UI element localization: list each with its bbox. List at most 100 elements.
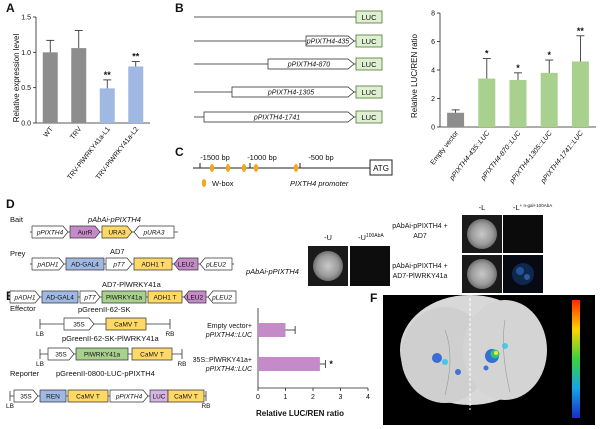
luc-box [355,34,383,48]
panel-label-d: D [6,197,15,211]
construct-part-label: 35S [20,394,32,401]
yeast-spot [313,251,343,281]
d-bait-name: pAbAi-pPIXTH4 [87,215,141,224]
rb-label: RB [177,361,186,368]
construct-part-label: pLEU2 [205,262,226,269]
construct-part-label: PlWRKY41a [106,295,143,302]
y-tick-label: 2 [431,96,435,103]
construct-part [167,389,205,403]
construct-part-label: URA3 [108,230,126,237]
rb-label: RB [201,403,210,410]
bar [42,52,58,124]
construct-part-label: LUC [152,394,165,401]
significance-mark: * [516,63,520,73]
significance-mark: * [547,50,551,60]
construct-part [63,317,95,331]
construct-part-label: pPIXTH4 [115,394,143,401]
luc-box [355,10,383,24]
bar [258,357,320,371]
construct-part [105,257,133,271]
construct-part [39,389,67,403]
construct-part-label: CaMV T [114,322,138,329]
spot-plate-u-aba [350,246,390,286]
chart-b-ylabel: Relative LUC/REN ratio [410,33,419,118]
construct-part [133,257,173,271]
bar [571,61,589,128]
promoter-label: pPIXTH4-870 [287,62,331,69]
wbox-marker [225,164,231,172]
chart-a: Relative expression level 0.00.51.01.5WT… [12,15,150,181]
signal-spot [432,353,442,363]
y-tick-label: 8 [431,11,435,18]
y-tick-label: 4 [431,68,435,75]
d-bait-title: Bait [10,215,24,224]
x-tick-label: Empty vector [430,129,461,166]
y-tick-label: 1.0 [21,50,31,57]
c-atg: ATG [373,164,389,173]
luc-box [355,110,383,124]
promoter-label: pPIXTH4-435 [306,39,350,46]
construct-part-label: LEU2 [178,262,195,269]
d-prey-name: AD7 [110,247,125,256]
bar [71,48,87,123]
x-tick-label: 3 [339,394,343,401]
c-wbox-label: W-box [212,179,234,188]
significance-mark: * [329,359,333,369]
significance-mark: ** [577,26,585,36]
construct-part [67,389,109,403]
construct-part [109,389,149,403]
construct-part-label: ADH1 T [142,262,165,269]
construct-part [173,257,199,271]
construct-part [69,225,101,239]
lb-label: LB [36,331,44,338]
d-row2-label-a: pAbAi-pPIXTH4 + [392,263,447,270]
construct-part [105,317,147,331]
e-rep-name: pGreenII-0800-LUC-pPIXTH4 [56,369,155,378]
leaf-right [463,300,547,400]
panel-c-promoter: -1500 bp -1000 bp -500 bp ATG W-box PIXT… [193,153,393,188]
y-tick-label: 0.5 [21,85,31,92]
promoter-arrow [267,58,355,70]
x-tick-label: 1 [284,394,288,401]
significance-mark: ** [132,52,140,62]
construct-part [101,225,133,239]
construct-part [31,257,65,271]
bar [540,72,558,127]
bar [447,112,465,127]
panel-label-b: B [175,1,184,15]
promoter-arrow [305,35,355,47]
construct-part-label: CaMV T [174,394,198,401]
construct-part-label: AurR [78,230,93,237]
panel-label-f: F [370,291,377,305]
construct-part [9,290,41,304]
panel-label-a: A [6,1,15,15]
construct-part [47,347,75,361]
bar [128,66,144,123]
x-tick-label: 0 [256,394,260,401]
lb-label: LB [36,361,44,368]
luc-box [355,57,383,71]
construct-part-label: CaMV T [76,394,100,401]
wbox-marker [253,164,259,172]
panel-e-dual-luciferase: Effector pGreenII-62-SK pGreenII-62-SK-P… [6,304,210,410]
promoter-label: pPIXTH4-1741 [253,115,300,122]
y-tick-label: 1.5 [21,15,31,22]
construct-part-label: pADH1 [37,262,59,269]
d-col2: -U100AbA [358,233,384,242]
construct-part-label: AD-GAL4 [71,262,99,269]
construct-part-label: 35S [55,352,67,359]
panel-label-c: C [175,145,184,159]
x-tick-label: 2 [311,394,315,401]
construct-part [183,290,207,304]
d-col1: -U [324,233,332,242]
y-tick-label: 6 [431,39,435,46]
e-effector-title: Effector [10,304,36,313]
c-tick-1500: -1500 bp [200,153,230,162]
wbox-marker [293,164,299,172]
y-tick-label: Empty vector+ [207,323,252,330]
d-col4: -L+ n-gal+100AbA [513,203,552,212]
construct-part [147,290,183,304]
